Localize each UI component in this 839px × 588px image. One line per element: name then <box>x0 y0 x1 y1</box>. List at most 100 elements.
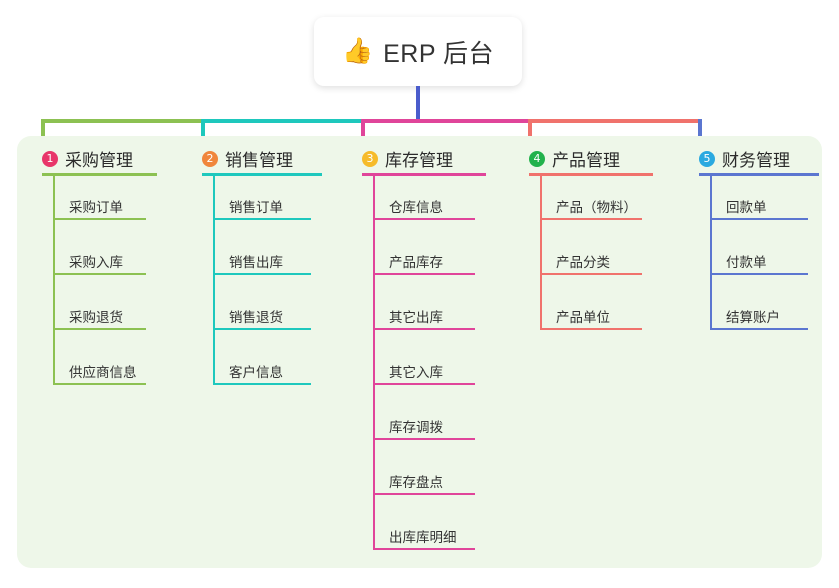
branch-trunk-1 <box>53 173 55 385</box>
branch-item-rule <box>373 438 475 440</box>
branch-item-rule <box>540 273 642 275</box>
branch-item[interactable]: 供应商信息 <box>53 361 146 385</box>
branch-item-rule <box>540 218 642 220</box>
drop-connector-3 <box>361 119 365 142</box>
branch-number-badge-3: 3 <box>362 150 378 167</box>
thumbs-up-icon: 👍 <box>341 37 374 65</box>
branch-column-2: 2 销售管理销售订单销售出库销售退货客户信息 <box>191 136 341 568</box>
branch-item-label: 其它出库 <box>389 310 443 325</box>
branch-item[interactable]: 产品库存 <box>373 251 475 275</box>
root-stem-connector <box>416 86 420 123</box>
branch-item[interactable]: 客户信息 <box>213 361 311 385</box>
branch-item-rule <box>373 383 475 385</box>
bus-segment-tail <box>529 119 699 123</box>
branch-trunk-3 <box>373 173 375 550</box>
root-node-title: ERP 后台 <box>383 39 495 68</box>
branch-item-rule <box>373 273 475 275</box>
branch-title-2: 销售管理 <box>225 151 293 170</box>
branch-item-label: 采购退货 <box>69 310 123 325</box>
branch-item[interactable]: 销售出库 <box>213 251 311 275</box>
branch-item-label: 采购入库 <box>69 255 123 270</box>
branch-header-rule-1 <box>42 173 157 176</box>
branch-column-5: 5 财务管理回款单付款单结算账户 <box>688 136 838 568</box>
branch-item-label: 库存盘点 <box>389 475 443 490</box>
branch-number-badge-4: 4 <box>529 150 545 167</box>
branch-item-rule <box>213 218 311 220</box>
branch-item-label: 客户信息 <box>229 365 283 380</box>
branch-number-badge-2: 2 <box>202 150 218 167</box>
drop-connector-2 <box>201 119 205 142</box>
branch-item-rule <box>53 218 146 220</box>
branch-column-4: 4 产品管理产品（物料） 产品分类产品单位 <box>518 136 672 568</box>
branch-item-rule <box>373 218 475 220</box>
branch-number-badge-5: 5 <box>699 150 715 167</box>
branch-item[interactable]: 产品分类 <box>540 251 642 275</box>
branch-item-rule <box>213 273 311 275</box>
branch-item[interactable]: 付款单 <box>710 251 808 275</box>
branch-item-label: 回款单 <box>726 200 767 215</box>
branch-item-label: 付款单 <box>726 255 767 270</box>
root-node-card[interactable]: 👍 ERP 后台 <box>314 17 522 86</box>
branch-item-label: 供应商信息 <box>69 365 137 380</box>
branch-item-label: 销售退货 <box>229 310 283 325</box>
branch-item[interactable]: 产品（物料） <box>540 196 642 220</box>
branch-item-rule <box>710 328 808 330</box>
branch-item-rule <box>710 218 808 220</box>
branch-item-label: 其它入库 <box>389 365 443 380</box>
branch-header-rule-4 <box>529 173 653 176</box>
branch-item-label: 采购订单 <box>69 200 123 215</box>
branch-item-label: 出库库明细 <box>389 530 457 545</box>
branch-item[interactable]: 库存调拨 <box>373 416 475 440</box>
branch-item-rule <box>373 548 475 550</box>
branch-item-label: 仓库信息 <box>389 200 443 215</box>
branch-title-1: 采购管理 <box>65 151 133 170</box>
branch-column-3: 3 库存管理仓库信息产品库存其它出库其它入库库存调拨库存盘点出库库明细 <box>351 136 505 568</box>
branch-item[interactable]: 销售退货 <box>213 306 311 330</box>
branch-header-5[interactable]: 5 财务管理 <box>699 146 790 171</box>
bus-segment-1 <box>42 119 202 123</box>
branch-item[interactable]: 产品单位 <box>540 306 642 330</box>
branch-item-rule <box>53 273 146 275</box>
branch-trunk-2 <box>213 173 215 385</box>
branch-item-rule <box>710 273 808 275</box>
branch-header-2[interactable]: 2 销售管理 <box>202 146 293 171</box>
branch-item-rule <box>373 493 475 495</box>
branch-item[interactable]: 销售订单 <box>213 196 311 220</box>
branch-item[interactable]: 仓库信息 <box>373 196 475 220</box>
branch-title-4: 产品管理 <box>552 151 620 170</box>
branch-item-label: 销售出库 <box>229 255 283 270</box>
branch-item[interactable]: 库存盘点 <box>373 471 475 495</box>
branch-item[interactable]: 结算账户 <box>710 306 808 330</box>
branch-header-4[interactable]: 4 产品管理 <box>529 146 620 171</box>
branch-item[interactable]: 采购退货 <box>53 306 146 330</box>
drop-connector-1 <box>41 119 45 142</box>
branch-item-label: 结算账户 <box>726 310 780 325</box>
branch-item-rule <box>53 328 146 330</box>
branch-item-label: 销售订单 <box>229 200 283 215</box>
branch-item[interactable]: 回款单 <box>710 196 808 220</box>
branch-header-rule-2 <box>202 173 322 176</box>
branch-item[interactable]: 其它入库 <box>373 361 475 385</box>
branch-item-label: 库存调拨 <box>389 420 443 435</box>
branch-trunk-4 <box>540 173 542 330</box>
branch-title-3: 库存管理 <box>385 151 453 170</box>
branch-item[interactable]: 出库库明细 <box>373 526 475 550</box>
branch-title-5: 财务管理 <box>722 151 790 170</box>
branch-item-label: 产品（物料） <box>556 200 637 215</box>
branch-header-3[interactable]: 3 库存管理 <box>362 146 453 171</box>
branch-item[interactable]: 采购入库 <box>53 251 146 275</box>
branch-item-label: 产品库存 <box>389 255 443 270</box>
drop-connector-4 <box>528 119 532 142</box>
branch-item-rule <box>373 328 475 330</box>
branch-item-rule <box>213 383 311 385</box>
branch-item[interactable]: 采购订单 <box>53 196 146 220</box>
branch-header-rule-5 <box>699 173 819 176</box>
branch-item[interactable]: 其它出库 <box>373 306 475 330</box>
branch-item-label: 产品单位 <box>556 310 610 325</box>
branch-header-rule-3 <box>362 173 486 176</box>
branch-item-rule <box>53 383 146 385</box>
